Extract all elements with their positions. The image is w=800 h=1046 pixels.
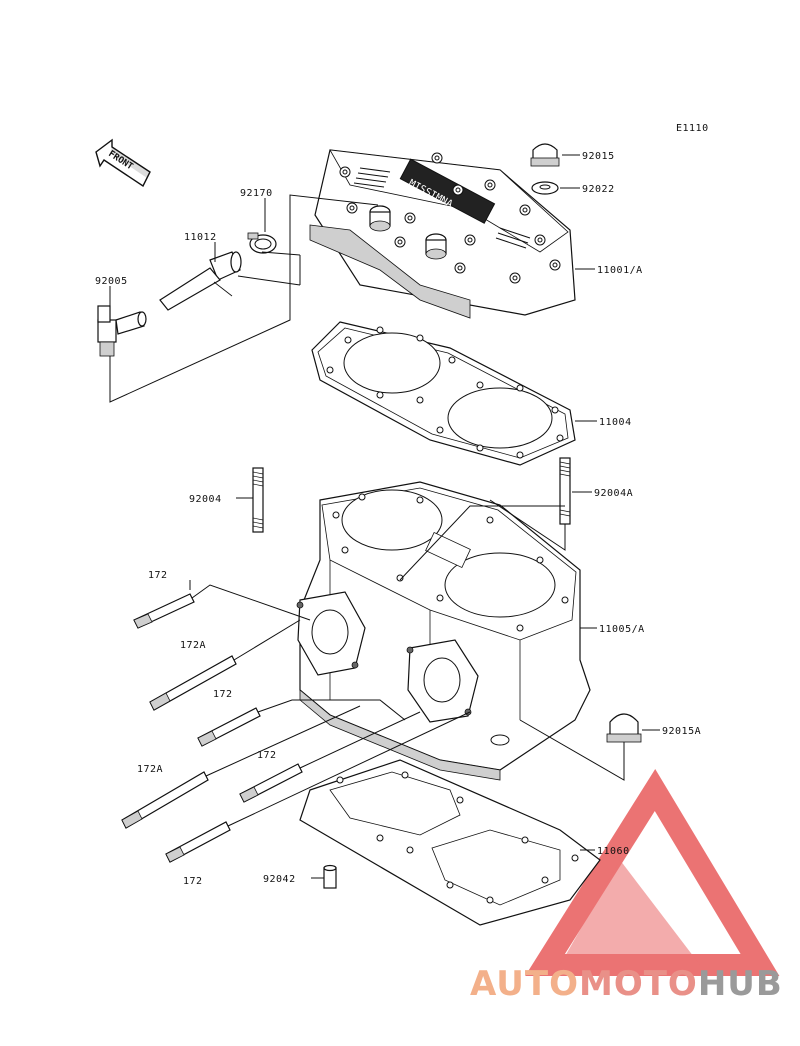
label-172A-a: 172A bbox=[180, 640, 206, 651]
part-labels: 92015 92022 92170 11012 92005 11001/A 11… bbox=[95, 151, 701, 887]
wm-prefix: AUTO bbox=[470, 964, 579, 1004]
wm-middle: MOTO bbox=[579, 964, 698, 1004]
t-fitting-92005 bbox=[97, 305, 147, 357]
label-172-d: 172 bbox=[183, 876, 203, 887]
spark-plug-bosses bbox=[369, 205, 447, 260]
label-172-c: 172 bbox=[257, 750, 277, 761]
label-172-b: 172 bbox=[213, 689, 233, 700]
cylinder-head-cover: MISSIMNA bbox=[309, 149, 576, 319]
label-92015A: 92015A bbox=[662, 726, 701, 737]
front-arrow-icon: FRONT bbox=[95, 138, 151, 188]
label-92015: 92015 bbox=[582, 151, 615, 162]
label-92022: 92022 bbox=[582, 184, 615, 195]
cover-bolt-holes bbox=[339, 152, 561, 284]
cover-fins bbox=[353, 167, 531, 249]
fitting-11012 bbox=[159, 251, 242, 311]
cylinder-block-11005A bbox=[296, 481, 591, 781]
block-bolt-holes bbox=[332, 493, 569, 632]
label-11005A: 11005/A bbox=[599, 624, 645, 635]
watermark-logo bbox=[525, 768, 780, 976]
label-172A-b: 172A bbox=[137, 764, 163, 775]
leader-lines bbox=[109, 154, 660, 879]
wm-suffix: HUB bbox=[698, 964, 783, 1004]
diagram-code: E1110 bbox=[676, 123, 709, 134]
stud-172-a bbox=[133, 593, 195, 629]
label-92170: 92170 bbox=[240, 188, 273, 199]
label-92005: 92005 bbox=[95, 276, 128, 287]
stud-172A-b bbox=[121, 771, 209, 829]
stud-172-c bbox=[239, 763, 303, 803]
label-11060: 11060 bbox=[597, 846, 630, 857]
label-172-a: 172 bbox=[148, 570, 168, 581]
stud-92004 bbox=[252, 467, 264, 533]
stud-92004A bbox=[559, 457, 571, 525]
svg-text:AUTOMOTOHUB: AUTOMOTOHUB bbox=[470, 964, 783, 1004]
cap-nut-92015A bbox=[606, 713, 642, 743]
stud-172-d bbox=[165, 821, 231, 863]
label-92042: 92042 bbox=[263, 874, 296, 885]
stud-172A-a bbox=[149, 655, 237, 711]
label-92004A: 92004A bbox=[594, 488, 633, 499]
cap-nut-92015 bbox=[530, 143, 560, 167]
label-11004: 11004 bbox=[599, 417, 632, 428]
washer-92022 bbox=[531, 181, 559, 195]
label-11012: 11012 bbox=[184, 232, 217, 243]
base-gasket-11060 bbox=[299, 759, 601, 926]
watermark-wordmark: AUTOMOTOHUB bbox=[470, 964, 783, 1004]
gasket-bolt-holes bbox=[326, 326, 564, 459]
hose-clamp-92170 bbox=[247, 232, 277, 254]
dowel-pin-92042 bbox=[323, 864, 337, 889]
head-gasket-11004 bbox=[311, 321, 576, 466]
label-11001A: 11001/A bbox=[597, 265, 643, 276]
base-gasket-holes bbox=[336, 771, 579, 904]
stud-172-b bbox=[197, 707, 261, 747]
label-92004: 92004 bbox=[189, 494, 222, 505]
